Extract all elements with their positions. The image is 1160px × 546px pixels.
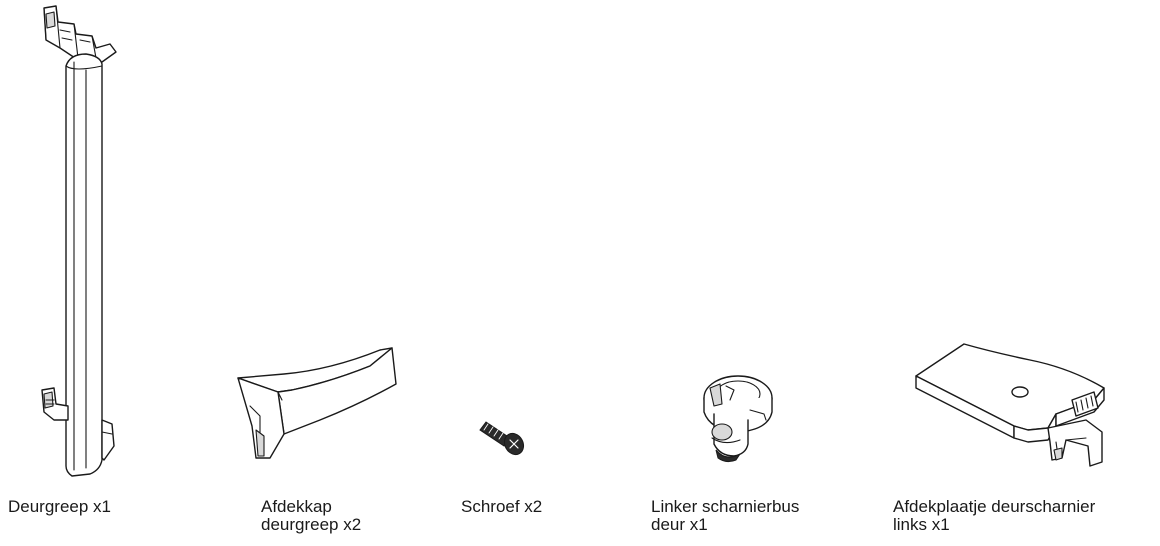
handle-cover-illustration — [237, 347, 397, 459]
label-hinge-bushing: Linker scharnierbus deur x1 — [651, 497, 800, 534]
part-screw: Schroef x2 — [450, 400, 590, 546]
part-door-handle: Deurgreep x1 — [0, 0, 200, 546]
hinge-cover-plate-illustration — [915, 343, 1105, 467]
part-hinge-cover-plate: Afdekplaatje deurscharnier links x1 — [880, 330, 1160, 546]
label-door-handle: Deurgreep x1 — [8, 497, 112, 516]
label-handle-cover: Afdekkap deurgreep x2 — [261, 497, 362, 534]
hinge-bushing-illustration — [703, 375, 773, 463]
label-hinge-cover-plate: Afdekplaatje deurscharnier links x1 — [893, 497, 1096, 534]
part-hinge-bushing: Linker scharnierbus deur x1 — [640, 360, 860, 546]
part-handle-cover: Afdekkap deurgreep x2 — [220, 330, 420, 546]
screw-illustration — [479, 421, 525, 456]
label-screw: Schroef x2 — [461, 497, 543, 516]
door-handle-illustration — [41, 5, 117, 477]
